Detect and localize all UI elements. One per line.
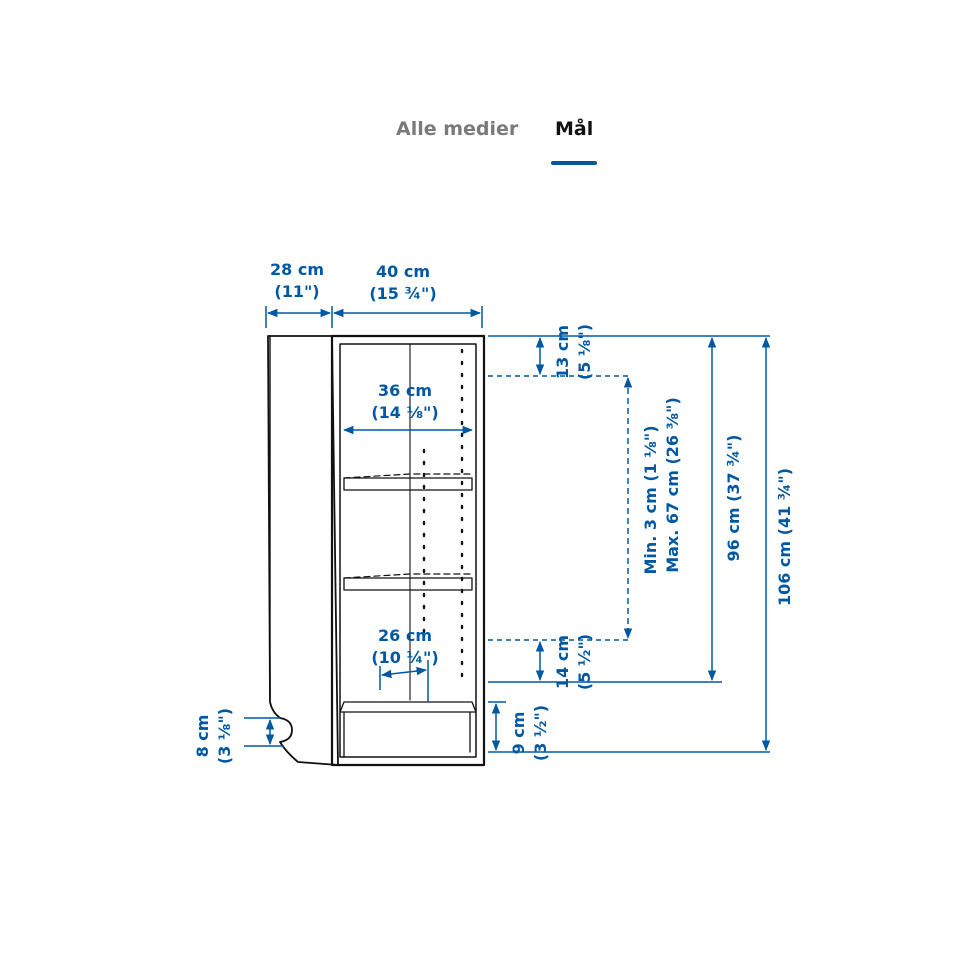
width-in-label: (15 ¾")	[369, 284, 436, 303]
media-tabs: Alle medier Mål	[0, 110, 960, 170]
shelf-depth-cm-label: 26 cm	[378, 626, 432, 645]
side-cutout-cm-label: 8 cm	[193, 715, 212, 758]
shelf-spacing-min-label: Min. 3 cm (1 ⅛")	[641, 425, 660, 574]
plinth-in-label: (3 ½")	[531, 705, 550, 761]
tab-all-media[interactable]: Alle medier	[396, 118, 519, 140]
total-height-label: 106 cm (41 ¾")	[775, 468, 794, 606]
top-gap-cm-label: 13 cm	[553, 325, 572, 379]
dimension-lines	[244, 306, 771, 753]
top-gap-in-label: (5 ⅛")	[575, 324, 594, 380]
shelf-depth-in-label: (10 ¼")	[371, 648, 438, 667]
active-tab-indicator	[551, 161, 597, 165]
inner-width-in-label: (14 ⅛")	[371, 403, 438, 422]
plinth-cm-label: 9 cm	[509, 712, 528, 755]
depth-cm-label: 28 cm	[270, 260, 324, 279]
depth-in-label: (11")	[274, 282, 319, 301]
bottom-gap-in-label: (5 ½")	[575, 634, 594, 690]
side-cutout-in-label: (3 ⅛")	[215, 708, 234, 764]
width-cm-label: 40 cm	[376, 262, 430, 281]
shelf-spacing-max-label: Max. 67 cm (26 ⅜")	[663, 397, 682, 573]
bottom-gap-cm-label: 14 cm	[553, 635, 572, 689]
inner-height-label: 96 cm (37 ¾")	[724, 435, 743, 562]
bookcase-outline	[267, 334, 486, 767]
tab-dimensions[interactable]: Mål	[555, 118, 594, 140]
inner-width-cm-label: 36 cm	[378, 381, 432, 400]
